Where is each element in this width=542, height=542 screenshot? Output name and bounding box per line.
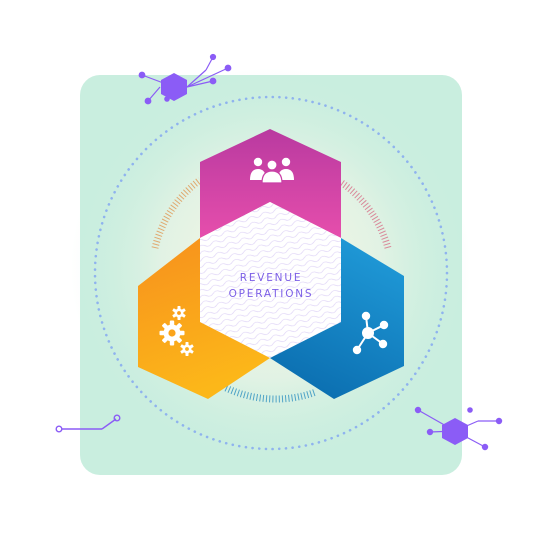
network-nodes-icon [352, 311, 389, 355]
outer-dotted-ring [93, 95, 449, 451]
bottom-right-node-decoration [414, 406, 503, 451]
center-label-line1: REVENUE [240, 272, 303, 284]
center-label-line2: OPERATIONS [229, 288, 314, 300]
left-circuit-decoration [55, 414, 121, 433]
people-group-icon [250, 157, 294, 184]
top-left-node-decoration [138, 53, 232, 105]
inner-hatched-ring [151, 177, 392, 403]
gears-icon [159, 306, 194, 356]
center-hexagon-texture [200, 202, 341, 358]
hexagon-segments [138, 129, 404, 399]
